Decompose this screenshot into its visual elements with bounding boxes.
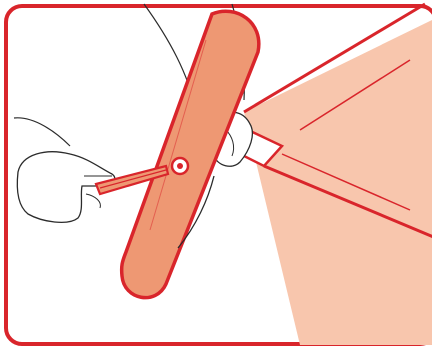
panel-inner-line-2 — [281, 153, 411, 211]
panel-bottom-edge — [263, 164, 432, 238]
handle-side — [177, 175, 215, 249]
panel-inner-line — [299, 59, 411, 131]
panel-top-edge — [243, 2, 426, 114]
arm-lower-outline — [13, 117, 71, 147]
panel-piece — [244, 19, 432, 345]
wrench-stripe — [99, 169, 167, 189]
wrench-icon — [94, 164, 170, 196]
hand-finger-2 — [85, 193, 101, 209]
frame-border — [4, 4, 432, 346]
handle-inner-line — [149, 39, 207, 231]
handle-bar — [119, 9, 261, 300]
screw-center — [177, 163, 183, 169]
